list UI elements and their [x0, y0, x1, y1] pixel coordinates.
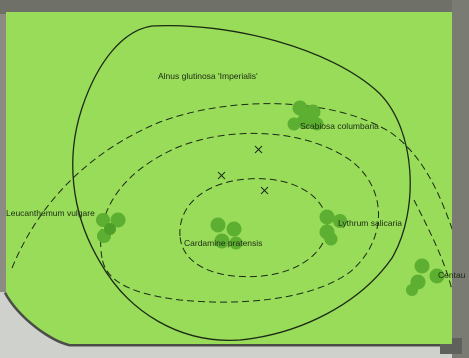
plant-cluster-scabiosa: [287, 100, 324, 131]
plant-cluster-centaurea: [406, 258, 445, 296]
plant-label-centaurea: Centau: [438, 270, 466, 280]
lawn: [6, 12, 452, 344]
plant-cluster-leucanthemum: [96, 212, 126, 243]
plant-label-lythrum: Lythrum salicaria: [338, 218, 402, 228]
cross-marker: [260, 186, 269, 195]
tree-label: Alnus glutinosa 'Imperialis': [158, 71, 258, 81]
plant-label-leucanthemum: Leucanthemum vulgare: [6, 208, 95, 218]
contour-right-edge: [413, 199, 452, 291]
plant-label-scabiosa: Scabiosa columbaria: [300, 121, 379, 131]
tree-canopy-outline: [72, 24, 411, 341]
contour-middle: [100, 132, 379, 303]
plant-cluster-cardamine: [210, 217, 243, 250]
background-top-strip: [0, 0, 469, 14]
plant-cluster-lythrum: [319, 209, 347, 246]
background-right-strip: [452, 0, 469, 358]
plant-label-cardamine: Cardamine pratensis: [184, 238, 262, 248]
contour-outer: [11, 103, 452, 269]
cross-marker: [254, 145, 263, 154]
cross-marker: [217, 171, 226, 180]
